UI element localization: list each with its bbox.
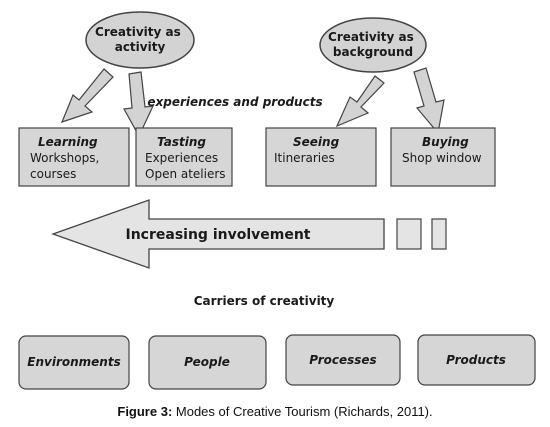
mode-line: Workshops, bbox=[30, 151, 99, 165]
mode-line: courses bbox=[30, 167, 76, 181]
involvement-label: Increasing involvement bbox=[126, 227, 311, 243]
oval-creativity-background bbox=[319, 17, 427, 73]
mode-line: Experiences bbox=[145, 151, 218, 165]
carrier-products: Products bbox=[417, 334, 536, 386]
caption-text: Modes of Creative Tourism (Richards, 201… bbox=[172, 404, 433, 419]
arrow-background-to-buying bbox=[413, 67, 445, 135]
mode-line: Itineraries bbox=[274, 151, 335, 165]
mode-title: Learning bbox=[38, 135, 98, 149]
oval-background-line1: Creativity as bbox=[328, 30, 414, 44]
figure-caption: Figure 3: Modes of Creative Tourism (Ric… bbox=[0, 404, 550, 419]
svg-text:Tasting Experiences: Tasting Experiences Open ateliers bbox=[145, 135, 226, 181]
mode-box-learning: Learning Workshops, courses bbox=[18, 127, 130, 187]
carrier-people: People bbox=[148, 335, 267, 390]
arrow-background-to-seeing bbox=[335, 75, 385, 128]
carrier-label: People bbox=[184, 355, 230, 369]
mode-title: Seeing bbox=[293, 135, 340, 149]
carriers-heading: Carriers of creativity bbox=[194, 294, 335, 308]
oval-activity-line2: activity bbox=[115, 40, 166, 54]
oval-background-line2: background bbox=[333, 45, 413, 59]
mode-box-seeing: Seeing Itineraries bbox=[265, 127, 377, 187]
mode-title: Tasting bbox=[157, 135, 206, 149]
carrier-processes: Processes bbox=[285, 334, 401, 386]
mode-line: Shop window bbox=[402, 151, 482, 165]
carrier-environments: Environments bbox=[18, 335, 130, 390]
arrow-activity-to-learning bbox=[60, 68, 114, 123]
svg-text:Seeing Itineraries: Seeing Itineraries bbox=[274, 135, 343, 165]
svg-text:Creativity as background: Creativity as background bbox=[328, 30, 418, 59]
oval-creativity-activity bbox=[85, 11, 195, 69]
trail-rect-2 bbox=[431, 218, 447, 250]
mode-box-buying: Buying Shop window bbox=[390, 127, 496, 187]
carrier-label: Processes bbox=[309, 353, 376, 367]
arrow-activity-to-tasting bbox=[123, 71, 155, 138]
mode-box-tasting: Tasting Experiences Open ateliers bbox=[135, 127, 233, 187]
svg-text:Creativity as activity: Creativity as activity bbox=[95, 25, 185, 54]
carrier-label: Products bbox=[446, 353, 506, 367]
oval-activity-line1: Creativity as bbox=[95, 25, 181, 39]
trail-rect-1 bbox=[396, 218, 422, 250]
middle-label: experiences and products bbox=[147, 95, 322, 109]
caption-prefix: Figure 3: bbox=[117, 404, 173, 419]
svg-text:Buying Shop window: Buying Shop window bbox=[402, 135, 482, 165]
involvement-arrow bbox=[51, 199, 385, 269]
svg-text:Learning Workshops,: Learning Workshops, courses bbox=[30, 135, 103, 181]
mode-line: Open ateliers bbox=[145, 167, 226, 181]
mode-title: Buying bbox=[422, 135, 469, 149]
carrier-label: Environments bbox=[27, 355, 120, 369]
